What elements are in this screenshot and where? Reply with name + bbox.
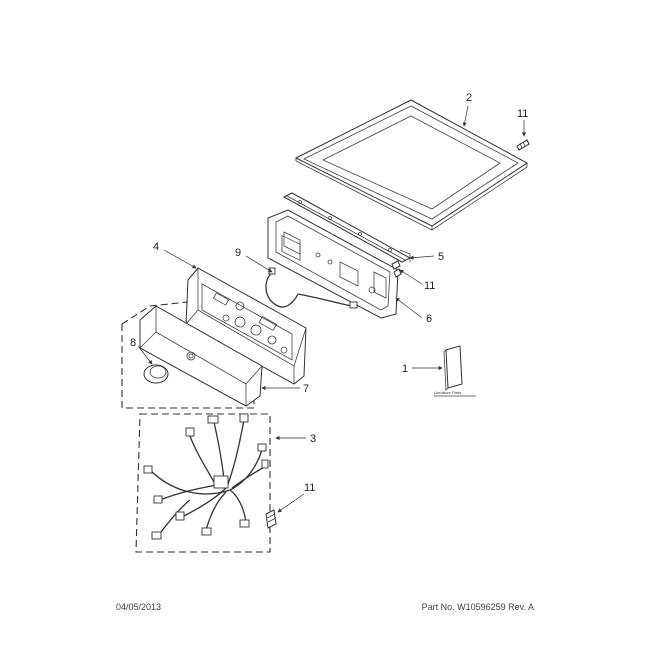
knob-part-8 [143,364,169,384]
callout-labels: 2 11 5 11 6 4 9 8 1 7 3 11 [130,92,528,494]
console-back-panel-part-6 [267,209,399,319]
wire-harness-part-3 [135,413,271,553]
top-panel-part-2 [294,99,528,231]
literature-label: Literature Parts [434,390,461,395]
callout-2: 2 [466,92,472,104]
cable-part-9 [265,267,358,309]
callout-4: 4 [153,241,159,253]
leader-lines [137,105,527,513]
console-part-4 [185,267,307,385]
overlay-group-part-7 [121,301,263,409]
callout-3: 3 [310,433,316,445]
footer-date: 04/05/2013 [116,602,161,612]
callout-11-top: 11 [517,108,528,120]
callout-5: 5 [438,251,444,263]
callout-9: 9 [235,247,241,259]
screw-part-11-top [516,139,530,151]
screw-part-11-middle [391,260,402,278]
callout-11-middle: 11 [424,280,435,292]
callout-7: 7 [303,383,309,395]
callout-11-bottom: 11 [304,482,315,494]
footer-part-number: Part No. W10596259 Rev. A [422,602,534,612]
literature-part-1: Literature Parts [434,345,476,397]
callout-6: 6 [426,313,432,325]
screw-part-11-bottom [265,509,277,529]
callout-8: 8 [130,337,136,349]
callout-1: 1 [402,363,408,375]
